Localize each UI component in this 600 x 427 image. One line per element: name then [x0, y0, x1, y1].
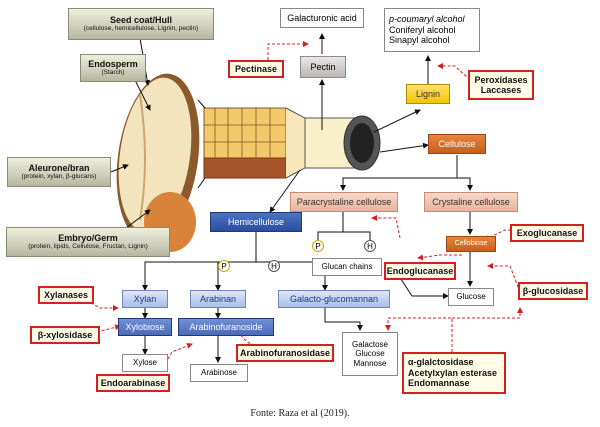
mannose-text: Mannose: [353, 358, 387, 368]
arabinose-text: Arabinose: [200, 368, 238, 378]
beta-xylosidase-text: β-xylosidase: [37, 329, 93, 340]
glucan-chains-text: Glucan chains: [321, 262, 373, 272]
exoglucanase-enzyme: Exoglucanase: [510, 224, 584, 242]
arabinofuranoside-box: Arabinofuranoside: [178, 318, 274, 336]
endosperm-label: Endosperm (Starch): [80, 54, 146, 82]
endoglucanase-enzyme: Endoglucanase: [384, 262, 456, 280]
embryo-title: Embryo/Germ: [58, 233, 118, 244]
arabinan-box: Arabinan: [190, 290, 246, 308]
galactose-text: Galactose: [351, 340, 389, 350]
pectinase-text: Pectinase: [234, 63, 278, 74]
h-marker-hemicellulose: H: [268, 260, 280, 272]
arabinofuranosidase-text: Arabinofuranosidase: [239, 347, 331, 358]
h-marker-text: H: [367, 241, 373, 251]
galactosidase-group-enzyme: α-glalctosidase Acetylxylan esterase End…: [402, 352, 506, 394]
laccases-text: Laccases: [480, 85, 522, 95]
cellulose-text: Cellulose: [438, 138, 476, 149]
seed-coat-title: Seed coat/Hull: [109, 15, 172, 26]
xylan-box: Xylan: [122, 290, 168, 308]
lignin-box: Lignin: [406, 84, 450, 104]
arabinose-box: Arabinose: [190, 364, 248, 382]
sugars-box: Galactose Glucose Mannose: [342, 332, 398, 376]
endomannase-text: Endomannase: [408, 378, 470, 389]
xylose-text: Xylose: [132, 358, 157, 368]
cell-wall-block: [197, 99, 381, 189]
endosperm-title: Endosperm: [88, 59, 138, 70]
beta-xylosidase-enzyme: β-xylosidase: [30, 326, 100, 344]
p-coumaryl-text: p-coumaryl alcohol: [389, 14, 465, 25]
p-marker-text: P: [315, 241, 321, 251]
paracrystalline-box: Paracrystaline cellulose: [290, 192, 398, 212]
coniferyl-text: Coniferyl alcohol: [389, 24, 456, 35]
glucose-box: Glucose: [448, 288, 494, 306]
glucose-sugar-text: Glucose: [355, 349, 385, 359]
hemicellulose-text: Hemicellulose: [227, 216, 285, 227]
xylobiose-box: Xylobiose: [118, 318, 172, 336]
paracrystalline-text: Paracrystaline cellulose: [296, 196, 392, 207]
cellobiose-box: Cellobiose: [446, 236, 496, 252]
figure-caption: Fonte: Raza et al (2019).: [250, 408, 350, 419]
exoglucanase-text: Exoglucanase: [516, 227, 578, 238]
h-marker-text: H: [271, 261, 277, 271]
lignin-text: Lignin: [415, 88, 441, 99]
xylanases-text: Xylanases: [43, 289, 89, 300]
seed-coat-sub: (cellulose, hemicellulose, Lignin, pecti…: [83, 25, 199, 33]
endoglucanase-text: Endoglucanase: [386, 265, 454, 276]
seed-coat-label: Seed coat/Hull (cellulose, hemicellulose…: [68, 8, 214, 40]
galacturonic-acid-box: Galacturonic acid: [280, 8, 364, 28]
endosperm-sub: (Starch): [101, 69, 125, 77]
cellobiose-text: Cellobiose: [454, 239, 488, 247]
crystalline-box: Crystaline cellulose: [424, 192, 518, 212]
acetylxylan-esterase-text: Acetylxylan esterase: [408, 367, 498, 378]
xylose-box: Xylose: [122, 354, 168, 372]
pectinase-enzyme: Pectinase: [228, 60, 284, 78]
cellulose-box: Cellulose: [428, 134, 486, 154]
pectin-text: Pectin: [310, 61, 336, 72]
embryo-sub: (protein, lipids, Cellulose, Fructan, Li…: [28, 243, 148, 251]
xylobiose-text: Xylobiose: [125, 321, 165, 332]
alcohols-box: p-coumaryl alcohol Coniferyl alcohol Sin…: [384, 8, 480, 52]
xylanases-enzyme: Xylanases: [38, 286, 94, 304]
xylan-text: Xylan: [133, 293, 157, 304]
arabinofuranosidase-enzyme: Arabinofuranosidase: [236, 344, 334, 362]
embryo-label: Embryo/Germ (protein, lipids, Cellulose,…: [6, 227, 170, 257]
pectin-box: Pectin: [300, 56, 346, 78]
alpha-galactosidase-text: α-glalctosidase: [408, 357, 474, 368]
sinapyl-text: Sinapyl alcohol: [389, 35, 450, 46]
p-marker-cellulose: P: [312, 240, 324, 252]
crystalline-text: Crystaline cellulose: [432, 196, 510, 207]
aleurone-title: Aleurone/bran: [28, 163, 90, 174]
h-marker-cellulose: H: [364, 240, 376, 252]
peroxidases-enzyme: Peroxidases Laccases: [468, 70, 534, 100]
grain-illustration: [116, 73, 200, 252]
hemicellulose-box: Hemicellulose: [210, 212, 302, 232]
aleurone-sub: (protein, xylan, β-glucans): [21, 173, 97, 181]
p-marker-text: P: [221, 261, 227, 271]
arabinan-text: Arabinan: [199, 293, 237, 304]
endoarabinase-enzyme: Endoarabinase: [96, 374, 170, 392]
beta-glucosidase-enzyme: β-glucosidase: [518, 282, 588, 300]
p-marker-hemicellulose: P: [218, 260, 230, 272]
galacto-glucomannan-text: Galacto-glucomannan: [289, 293, 379, 304]
aleurone-label: Aleurone/bran (protein, xylan, β-glucans…: [7, 157, 111, 187]
beta-glucosidase-text: β-glucosidase: [522, 285, 584, 296]
glucan-chains-box: Glucan chains: [312, 258, 382, 276]
galacturonic-text: Galacturonic acid: [287, 12, 357, 23]
peroxidases-text: Peroxidases: [474, 74, 528, 85]
arabinofuranoside-text: Arabinofuranoside: [189, 321, 263, 332]
galacto-glucomannan-box: Galacto-glucomannan: [278, 290, 390, 308]
endoarabinase-text: Endoarabinase: [100, 377, 166, 388]
glucose-text: Glucose: [456, 292, 486, 302]
